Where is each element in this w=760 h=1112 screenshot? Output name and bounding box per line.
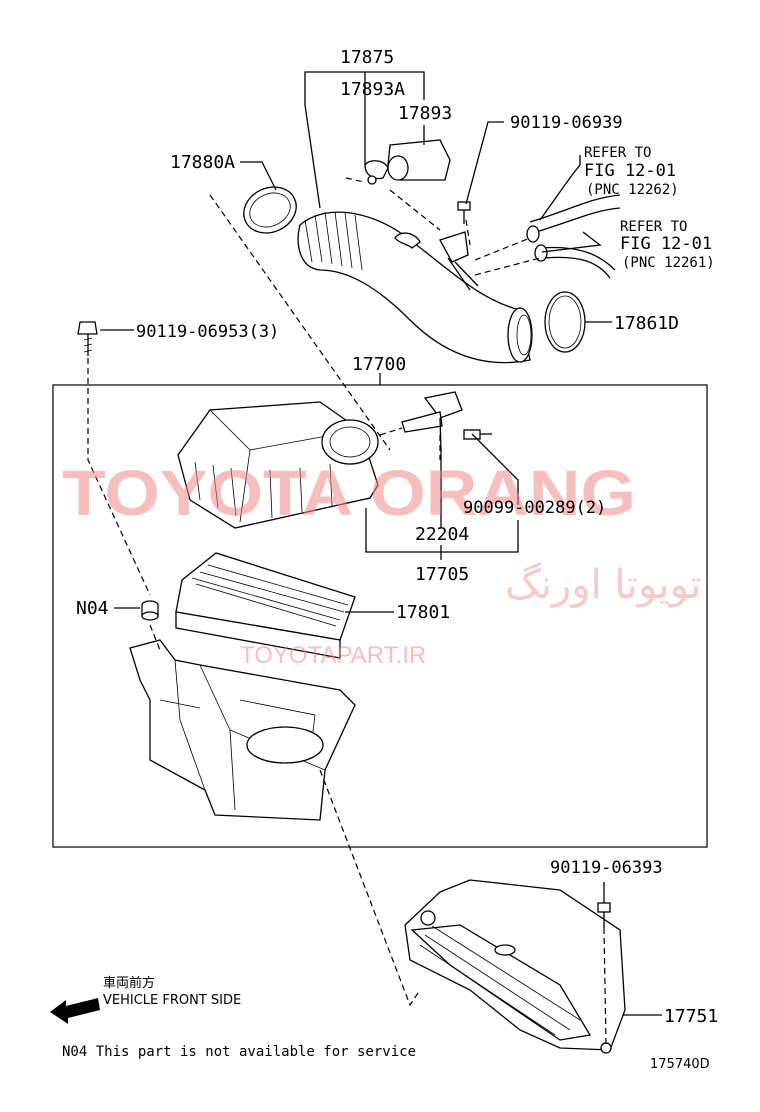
ref1-line3: (PNC 12262) xyxy=(586,182,679,198)
label-90119-06953: 90119-06953(3) xyxy=(136,322,279,342)
label-17893A: 17893A xyxy=(340,79,405,100)
ref2-line3: (PNC 12261) xyxy=(622,255,715,271)
label-17893: 17893 xyxy=(398,103,452,124)
ref1-line2: FIG 12-01 xyxy=(584,161,676,181)
gasket-ring-17880A xyxy=(243,186,297,234)
dashed-guides-upper xyxy=(209,177,541,451)
pcv-hoses xyxy=(526,194,621,279)
label-17861D: 17861D xyxy=(614,313,679,334)
clamp-17861D xyxy=(544,291,586,353)
front-arrow-icon xyxy=(50,998,100,1024)
ref1-line1: REFER TO xyxy=(584,145,651,161)
direction-en: VEHICLE FRONT SIDE xyxy=(103,993,241,1008)
air-cleaner-cap-17705 xyxy=(177,401,379,529)
label-90099-00289: 90099-00289(2) xyxy=(463,498,606,518)
footnote: N04 This part is not available for servi… xyxy=(62,1044,416,1060)
leader-lines xyxy=(100,71,662,1016)
air-intake-duct-17751 xyxy=(404,879,626,1054)
label-N04: N04 xyxy=(76,598,109,619)
direction-jp: 車両前方 xyxy=(103,975,155,991)
label-17705: 17705 xyxy=(415,564,469,585)
watermark-main: TOYOTA ORANG xyxy=(62,457,636,529)
watermark-site: TOYOTAPART.IR xyxy=(240,642,426,669)
label-90119-06393: 90119-06393 xyxy=(550,858,663,878)
label-17880A: 17880A xyxy=(170,152,235,173)
screw-90099-00289 xyxy=(463,429,492,440)
label-22204: 22204 xyxy=(415,524,469,545)
label-17700: 17700 xyxy=(352,354,406,375)
bolt-90119-06393 xyxy=(597,902,611,1046)
label-17875: 17875 xyxy=(340,47,394,68)
label-17751: 17751 xyxy=(664,1006,718,1027)
filter-element-17801 xyxy=(175,552,356,659)
label-17801: 17801 xyxy=(396,602,450,623)
bolt-90119-06953 xyxy=(77,321,98,356)
bolt-90119-06939 xyxy=(457,201,471,224)
watermark-persian: تویوتا اورنگ xyxy=(505,562,701,608)
ref2-line2: FIG 12-01 xyxy=(620,234,712,254)
ref2-line1: REFER TO xyxy=(620,219,687,235)
grommet-N04 xyxy=(141,600,159,621)
resonator-17893 xyxy=(364,139,451,185)
diagram-code: 175740D xyxy=(650,1057,710,1072)
air-flow-meter-22204 xyxy=(401,391,463,451)
air-cleaner-case-lower xyxy=(129,639,356,821)
dashed-guides-middle xyxy=(87,358,441,1007)
intake-hose-assembly xyxy=(297,211,533,364)
label-90119-06939: 90119-06939 xyxy=(510,113,623,133)
